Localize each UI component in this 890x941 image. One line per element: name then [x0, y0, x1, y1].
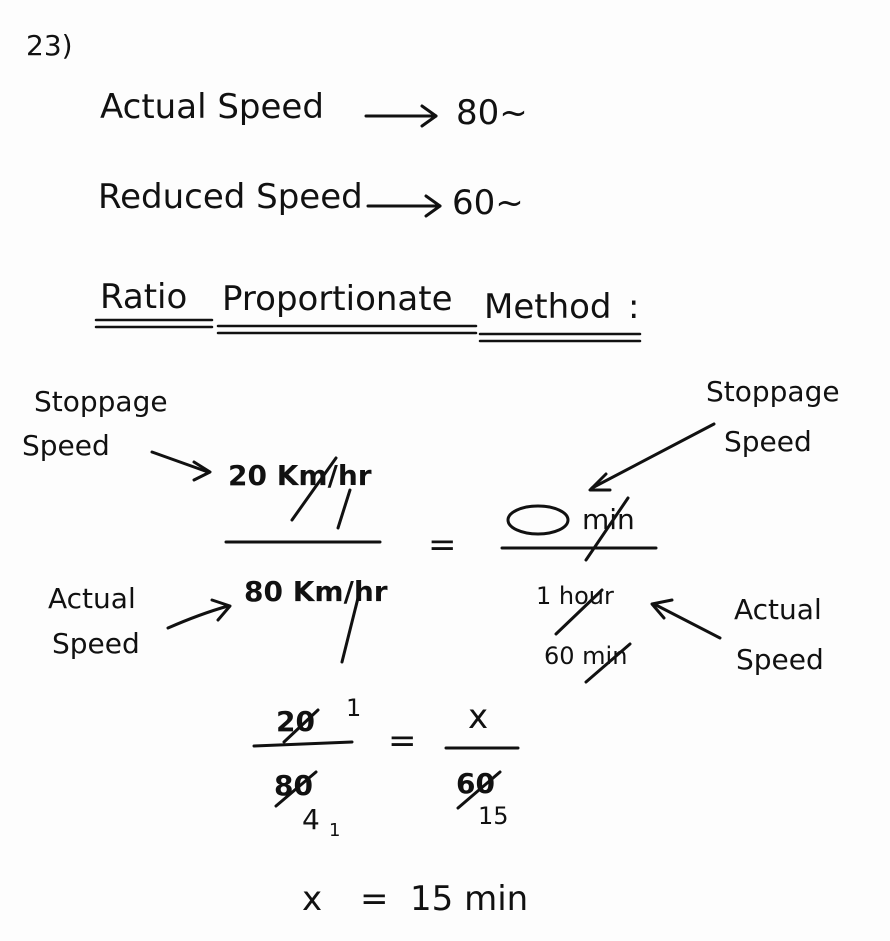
left-stoppage-label-line1: Stoppage: [34, 385, 168, 418]
main-equals-sign: =: [428, 525, 457, 565]
left-actual-label-line1: Actual: [48, 582, 136, 615]
simplified-left-numerator-reduced: 1: [346, 694, 362, 722]
reduced-speed-value: 60~: [452, 183, 524, 223]
simplified-right-denominator: 60: [456, 767, 495, 800]
left-fraction-denominator: 80 Km/hr: [244, 575, 388, 608]
heading-colon: :: [628, 287, 640, 327]
right-stoppage-arrow-icon: [588, 422, 716, 492]
reduced-speed-arrow-icon: [366, 194, 442, 218]
answer-value: 15 min: [410, 879, 529, 919]
answer-variable: x: [302, 879, 323, 919]
left-actual-arrow-icon: [166, 598, 232, 630]
left-fraction-numerator: 20 Km/hr: [228, 459, 372, 492]
simplified-right-denominator-reduced: 15: [478, 802, 509, 830]
actual-speed-value: 80~: [456, 93, 528, 133]
left-stoppage-label-line2: Speed: [22, 429, 110, 462]
actual-speed-label: Actual Speed: [100, 87, 324, 127]
heading-word-method: Method: [484, 287, 612, 327]
heading-word-ratio: Ratio: [100, 277, 188, 317]
right-fraction-numerator-unit: min: [582, 503, 635, 536]
heading-word-proportionate: Proportionate: [222, 279, 453, 319]
right-actual-label-line1: Actual: [734, 593, 822, 626]
left-numerator-cancel: [336, 488, 352, 530]
simplified-left-denominator-reduced-subscript: 1: [329, 820, 341, 841]
answer-equals-sign: =: [360, 879, 389, 919]
right-fraction-denominator-line1: 1 hour: [536, 582, 614, 610]
question-number: 23): [26, 29, 73, 62]
reduced-speed-label: Reduced Speed: [98, 177, 363, 217]
right-numerator-blank: [506, 504, 570, 536]
simplified-left-numerator: 20: [276, 705, 315, 738]
simplified-left-bar: [252, 740, 354, 748]
right-fraction-denominator-line2: 60 min: [544, 642, 628, 670]
right-stoppage-label-line2: Speed: [724, 425, 812, 458]
right-stoppage-label-line1: Stoppage: [706, 375, 840, 408]
simplified-left-denominator-reduced: 4: [302, 803, 320, 836]
right-actual-arrow-icon: [650, 598, 722, 640]
simplified-right-numerator: x: [468, 697, 489, 737]
left-stoppage-arrow-icon: [150, 450, 212, 482]
right-actual-label-line2: Speed: [736, 643, 824, 676]
simplified-equals-sign: =: [388, 721, 417, 761]
left-actual-label-line2: Speed: [52, 627, 140, 660]
simplified-left-denominator: 80: [274, 769, 313, 802]
actual-speed-arrow-icon: [364, 104, 438, 128]
